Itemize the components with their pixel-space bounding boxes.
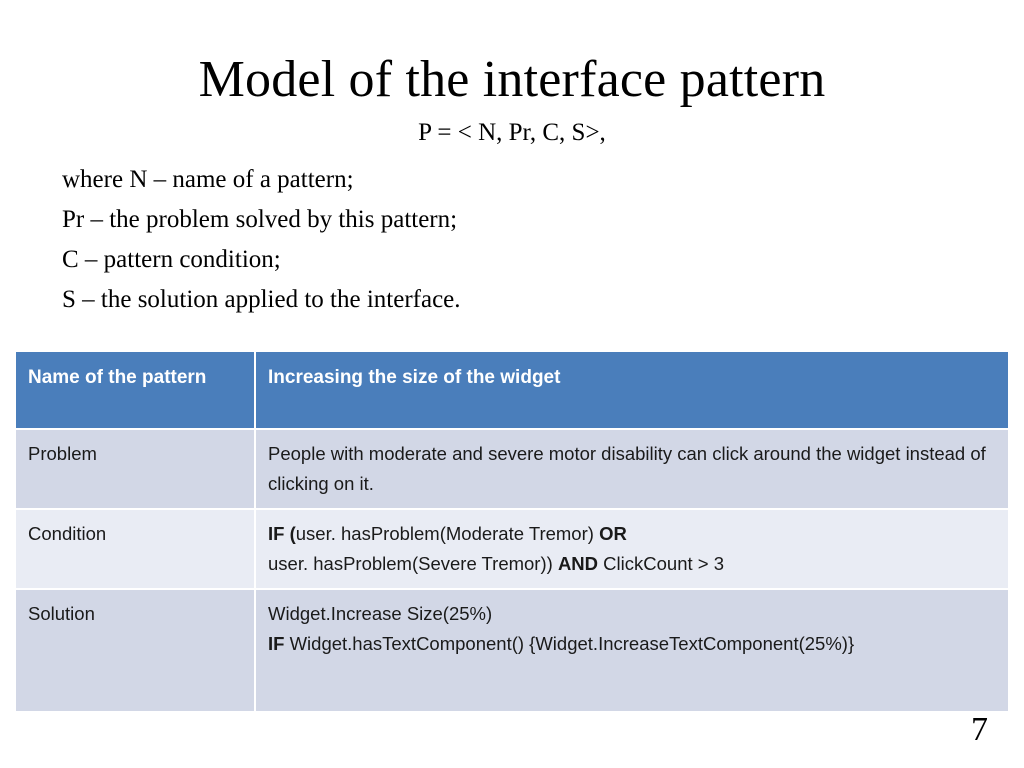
table-header-value: Increasing the size of the widget (256, 352, 1008, 430)
row-value-solution: Widget.Increase Size(25%)IF Widget.hasTe… (256, 590, 1008, 711)
page-title: Model of the interface pattern (198, 50, 826, 108)
definition-item-n: where N – name of a pattern; (62, 166, 354, 193)
table-row: Condition IF (user. hasProblem(Moderate … (16, 510, 1008, 590)
page-number: 7 (971, 711, 988, 748)
table-row: Problem People with moderate and severe … (16, 430, 1008, 510)
table-header-label: Name of the pattern (16, 352, 256, 430)
pattern-table: Name of the pattern Increasing the size … (16, 352, 1008, 711)
pattern-table-body: Name of the pattern Increasing the size … (16, 352, 1008, 711)
row-value-condition: IF (user. hasProblem(Moderate Tremor) OR… (256, 510, 1008, 590)
row-label-solution: Solution (16, 590, 256, 711)
row-label-condition: Condition (16, 510, 256, 590)
pattern-formula: P = < N, Pr, C, S>, (418, 119, 606, 146)
row-value-problem: People with moderate and severe motor di… (256, 430, 1008, 510)
definition-item-s: S – the solution applied to the interfac… (62, 286, 461, 313)
table-header-row: Name of the pattern Increasing the size … (16, 352, 1008, 430)
row-label-problem: Problem (16, 430, 256, 510)
definition-item-c: C – pattern condition; (62, 246, 281, 273)
definition-item-pr: Pr – the problem solved by this pattern; (62, 206, 458, 233)
table-row: Solution Widget.Increase Size(25%)IF Wid… (16, 590, 1008, 711)
definition-list: where N – name of a pattern; Pr – the pr… (62, 160, 942, 320)
